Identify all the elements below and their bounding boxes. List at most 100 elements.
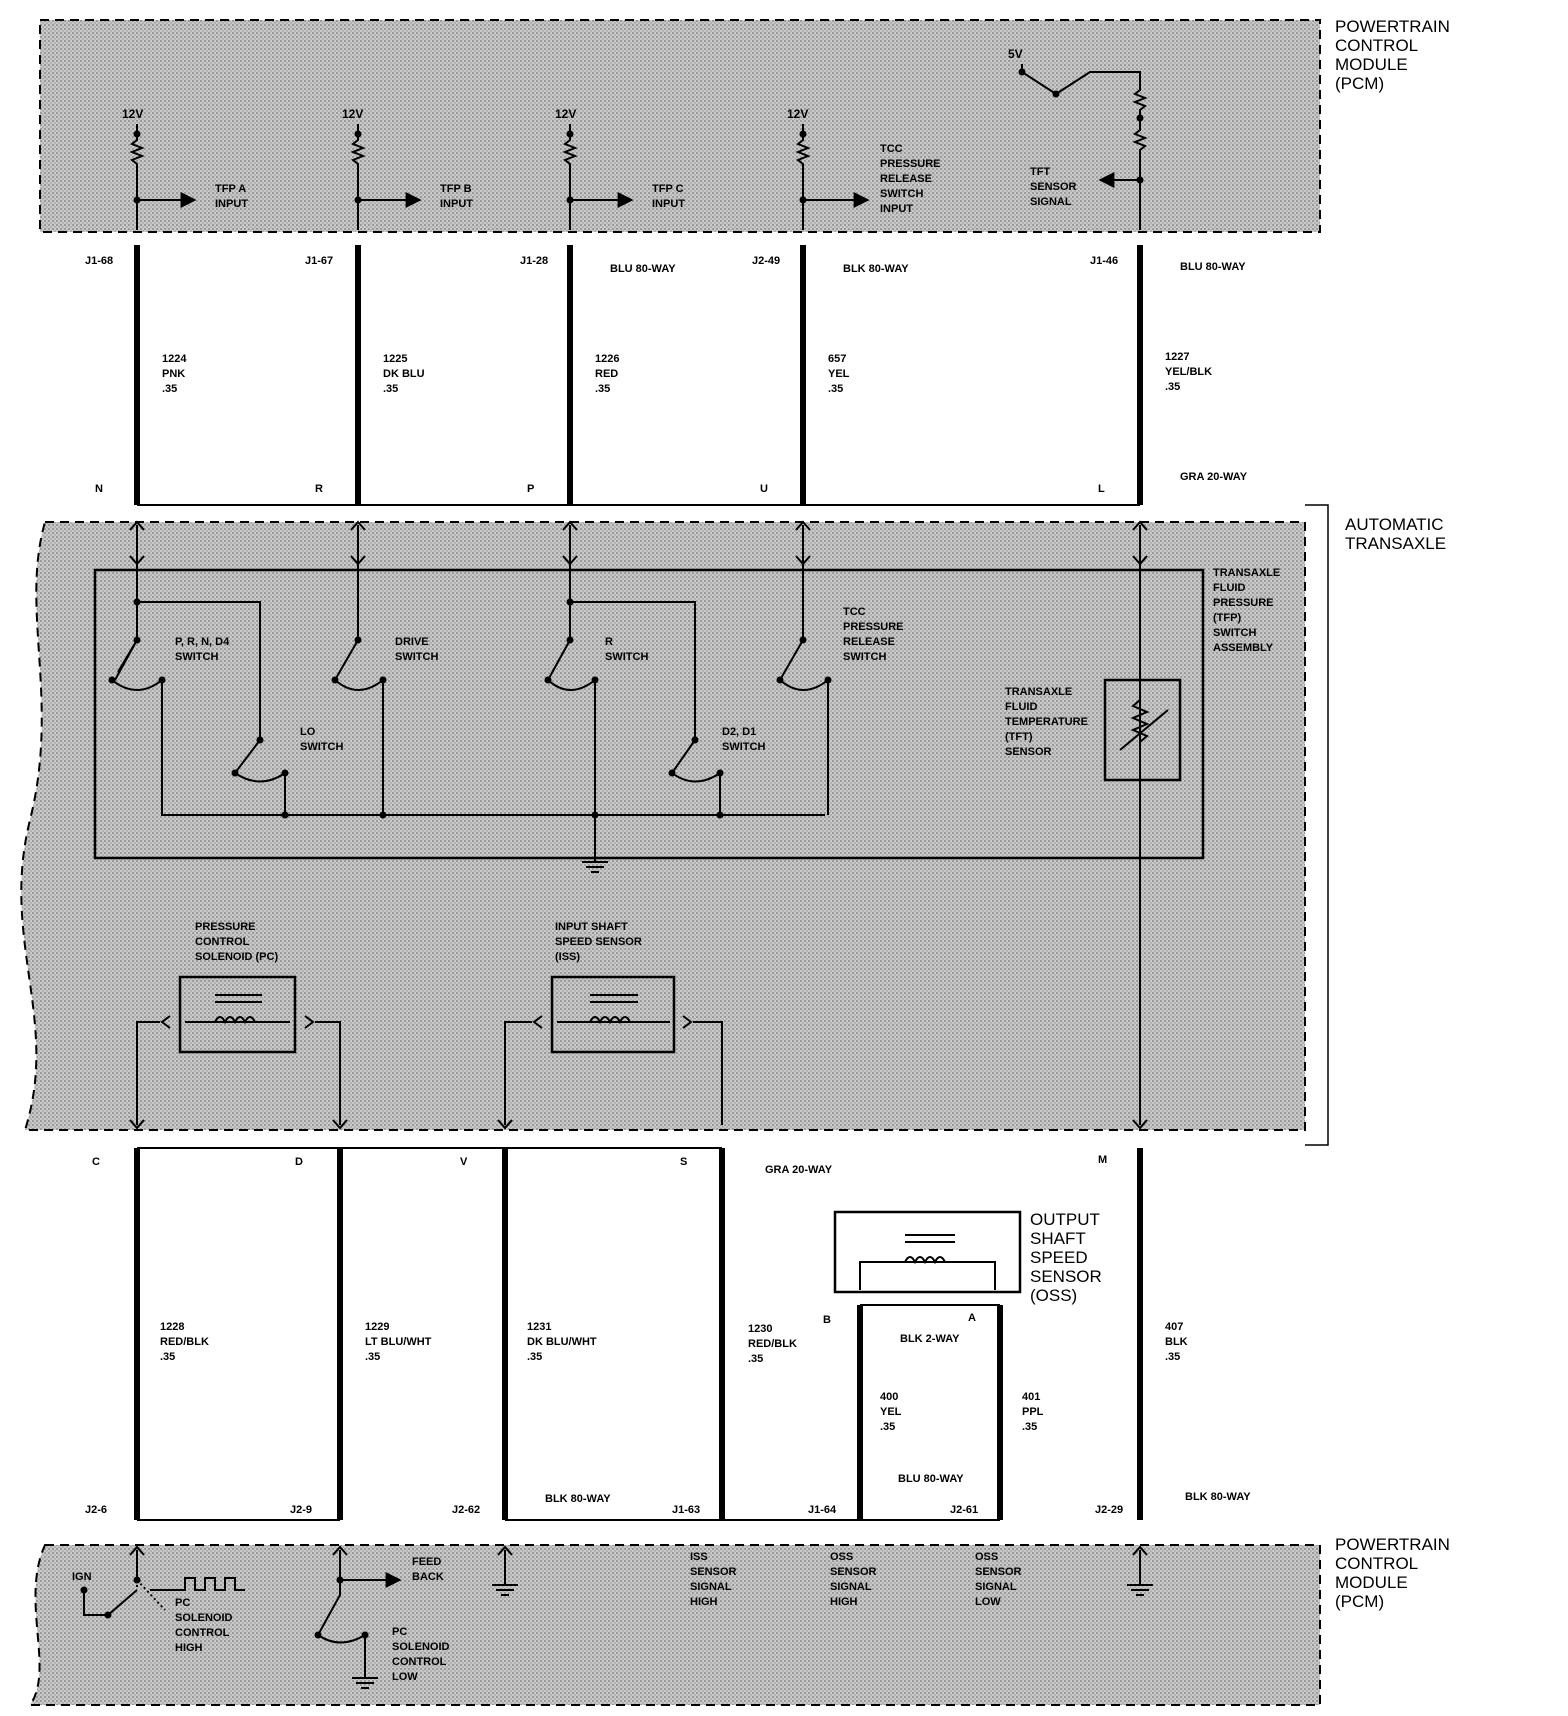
- v12-label: 12V: [122, 107, 143, 121]
- pcm-top-box: [39, 19, 1321, 233]
- pin-b: B: [823, 1314, 831, 1326]
- ground-icon: [1127, 1550, 1153, 1596]
- thermistor-icon: [1119, 699, 1169, 751]
- ign-label: IGN: [72, 1571, 92, 1583]
- pcm-top-module: [39, 19, 1321, 233]
- pin-j1-67: J1-67: [305, 255, 333, 267]
- pin-a: A: [968, 1312, 976, 1324]
- pin-j2-49: J2-49: [752, 255, 780, 267]
- pin-j2-9: J2-9: [290, 1504, 312, 1516]
- connector-blk2: BLK 2-WAY: [900, 1333, 960, 1345]
- ground-icon: [582, 861, 608, 873]
- pin-m: M: [1098, 1154, 1107, 1166]
- v12-label: 12V: [342, 107, 363, 121]
- coil-icon: [859, 1234, 996, 1290]
- pin-l: L: [1098, 483, 1105, 495]
- connector-blk80: BLK 80-WAY: [843, 263, 909, 275]
- pin-j1-64: J1-64: [808, 1504, 837, 1516]
- tft-sensor-box: [1103, 678, 1182, 782]
- pin-p: P: [527, 483, 534, 495]
- coil-icon: [185, 994, 290, 1025]
- v12-label: 12V: [787, 107, 808, 121]
- connector-blk80: BLK 80-WAY: [1185, 1491, 1251, 1503]
- bottom-wires: [134, 1147, 1143, 1521]
- pin-v: V: [460, 1156, 468, 1168]
- pin-d: D: [295, 1156, 303, 1168]
- coil-icon: [557, 994, 670, 1025]
- pin-r: R: [315, 483, 323, 495]
- ground-icon: [492, 1550, 518, 1596]
- pwm-waveform-icon: [150, 1577, 245, 1591]
- connector-blu80: BLU 80-WAY: [1180, 261, 1246, 273]
- pin-s: S: [680, 1156, 687, 1168]
- tfp-switch-assembly-box: [93, 568, 1205, 860]
- pin-j2-6: J2-6: [85, 1504, 107, 1516]
- pin-j1-68: J1-68: [85, 255, 113, 267]
- pin-n: N: [95, 483, 103, 495]
- pin-u: U: [760, 483, 768, 495]
- connector-blu80: BLU 80-WAY: [610, 263, 676, 275]
- v12-label: 12V: [555, 107, 576, 121]
- connector-blu80: BLU 80-WAY: [898, 1473, 964, 1485]
- connector-blk80: BLK 80-WAY: [545, 1493, 611, 1505]
- pin-j2-62: J2-62: [452, 1504, 480, 1516]
- pc-solenoid-box: [178, 975, 297, 1054]
- connector-gra20: GRA 20-WAY: [765, 1164, 833, 1176]
- pcm-bottom-module: [28, 1544, 1321, 1706]
- pin-j1-63: J1-63: [672, 1504, 700, 1516]
- v5-label: 5V: [1008, 47, 1023, 61]
- pin-j2-61: J2-61: [950, 1504, 978, 1516]
- connector-gra20: GRA 20-WAY: [1180, 471, 1248, 483]
- transaxle-module: [20, 504, 1329, 1146]
- pin-c: C: [92, 1156, 100, 1168]
- pin-j1-28: J1-28: [520, 255, 548, 267]
- pin-j1-46: J1-46: [1090, 255, 1118, 267]
- top-wires: [134, 245, 1143, 506]
- iss-box: [550, 975, 676, 1054]
- oss-sensor-box: [833, 1210, 1022, 1294]
- pin-j2-29: J2-29: [1095, 1504, 1123, 1516]
